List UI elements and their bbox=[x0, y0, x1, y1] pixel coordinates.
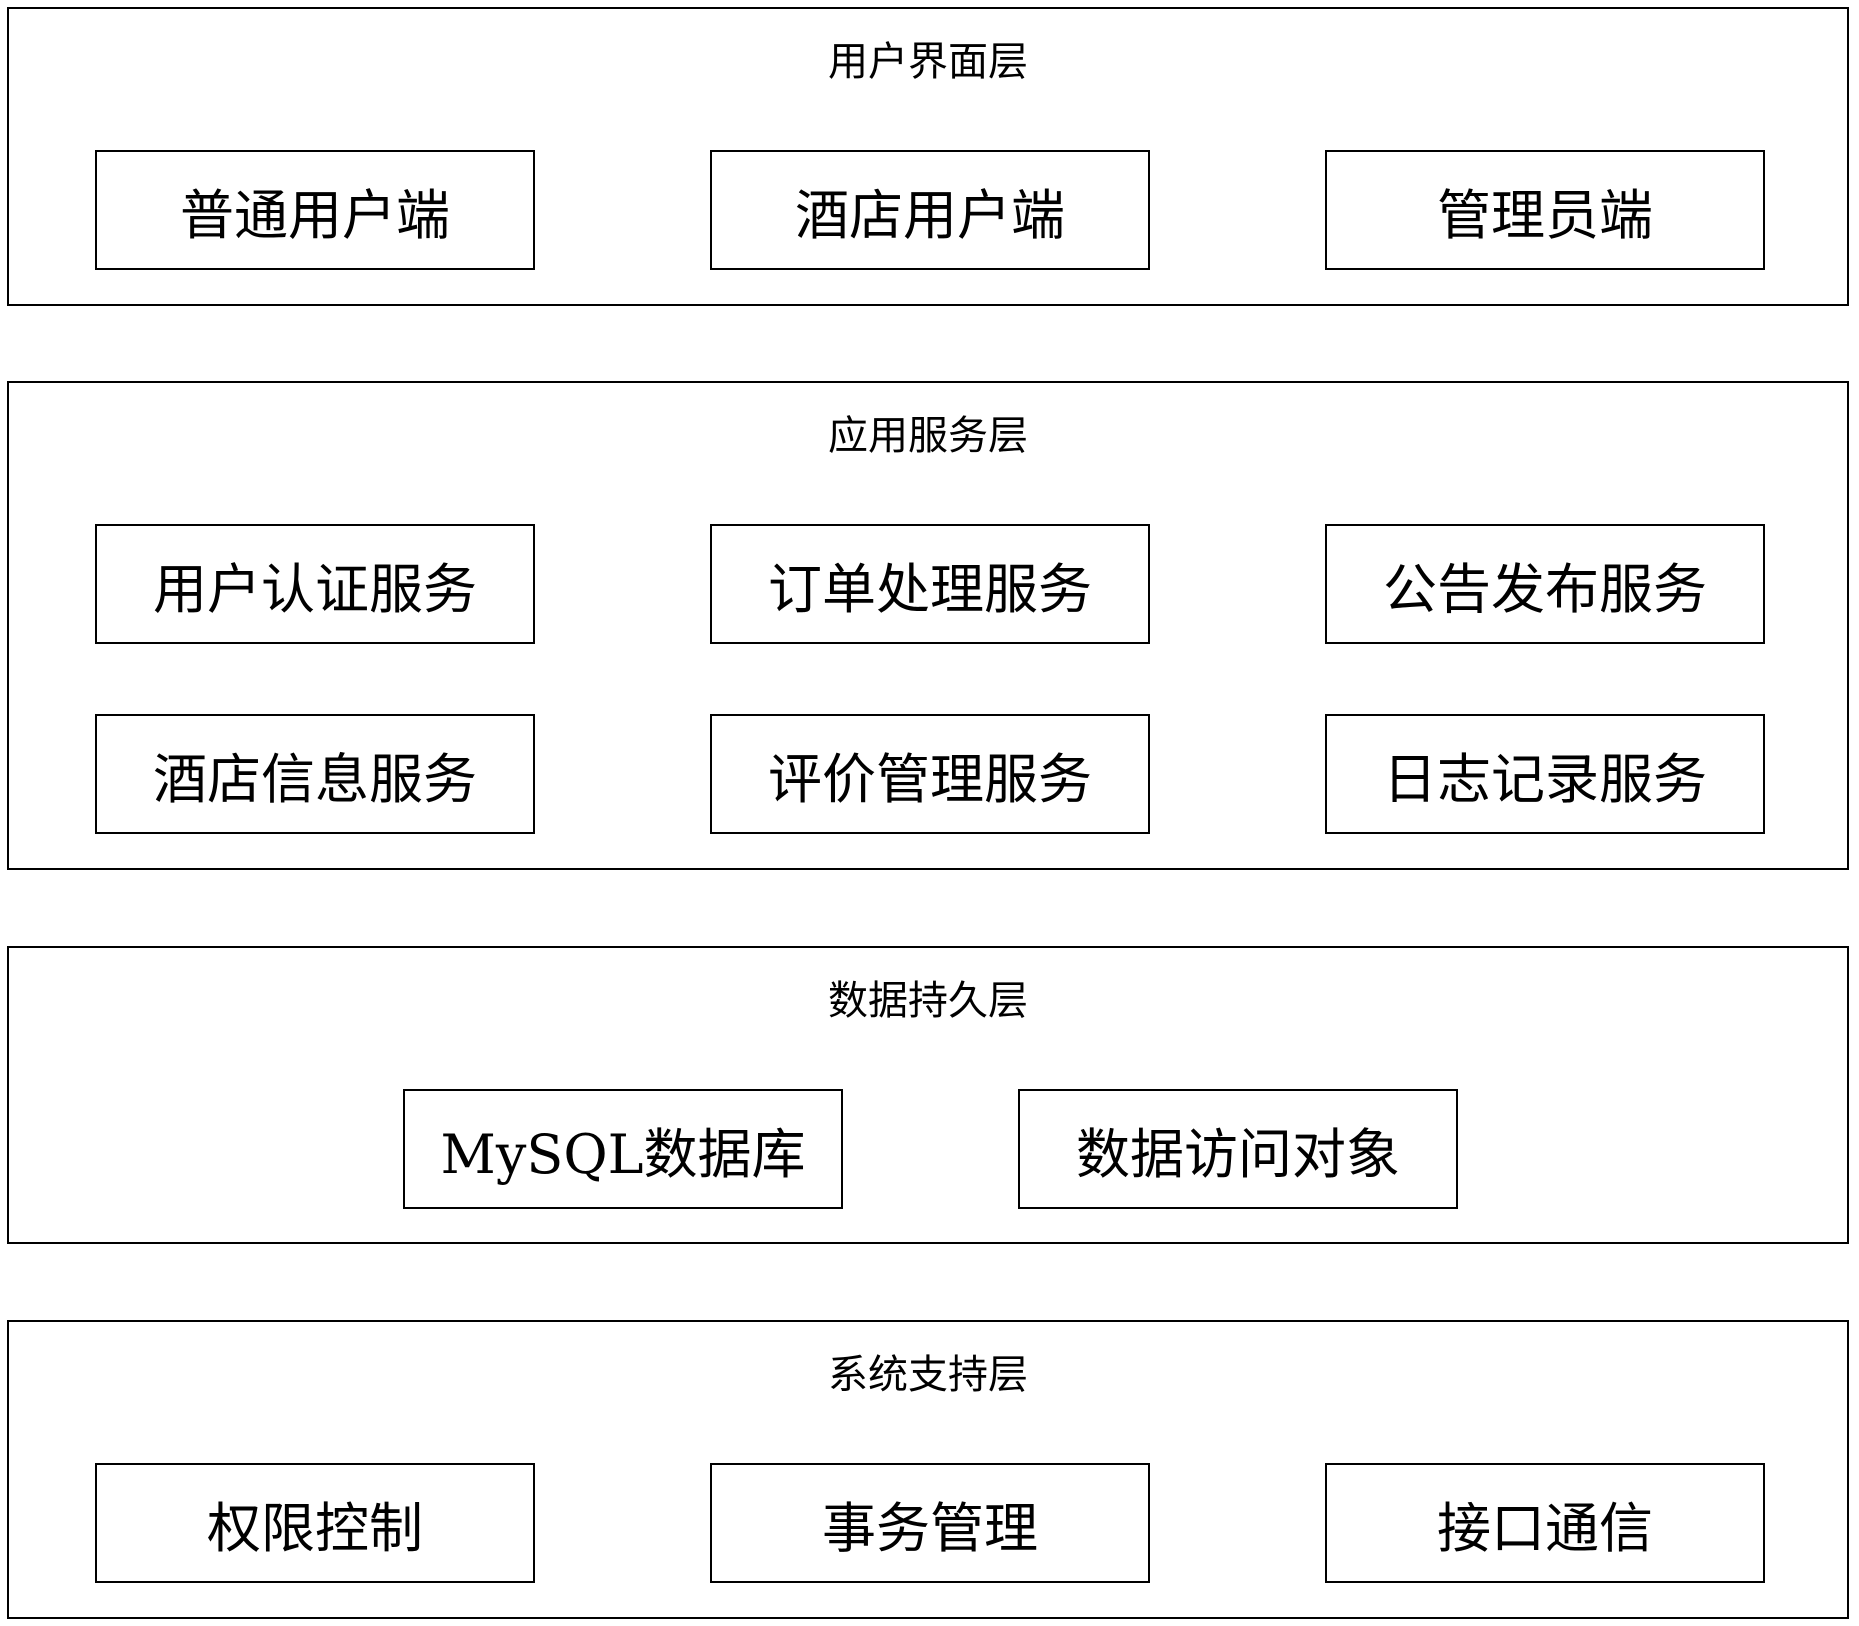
module-box: 公告发布服务 bbox=[1325, 524, 1765, 644]
module-box: 酒店信息服务 bbox=[95, 714, 535, 834]
layer-title: 应用服务层 bbox=[828, 413, 1028, 459]
module-box: 订单处理服务 bbox=[710, 524, 1150, 644]
module-box: 管理员端 bbox=[1325, 150, 1765, 270]
module-box: 权限控制 bbox=[95, 1463, 535, 1583]
layer-title: 系统支持层 bbox=[828, 1352, 1028, 1398]
module-box: 普通用户端 bbox=[95, 150, 535, 270]
layer-data-persistence: 数据持久层 MySQL数据库 数据访问对象 bbox=[7, 946, 1849, 1244]
layer-system-support: 系统支持层 权限控制 事务管理 接口通信 bbox=[7, 1320, 1849, 1619]
module-box: 酒店用户端 bbox=[710, 150, 1150, 270]
module-box: 事务管理 bbox=[710, 1463, 1150, 1583]
layer-user-interface: 用户界面层 普通用户端 酒店用户端 管理员端 bbox=[7, 7, 1849, 306]
module-box: 评价管理服务 bbox=[710, 714, 1150, 834]
layer-application-service: 应用服务层 用户认证服务 订单处理服务 公告发布服务 酒店信息服务 评价管理服务… bbox=[7, 381, 1849, 870]
module-box: 接口通信 bbox=[1325, 1463, 1765, 1583]
layer-title: 数据持久层 bbox=[828, 978, 1028, 1024]
module-box: 日志记录服务 bbox=[1325, 714, 1765, 834]
layer-title: 用户界面层 bbox=[828, 39, 1028, 85]
module-box: MySQL数据库 bbox=[403, 1089, 843, 1209]
module-box: 用户认证服务 bbox=[95, 524, 535, 644]
module-box: 数据访问对象 bbox=[1018, 1089, 1458, 1209]
